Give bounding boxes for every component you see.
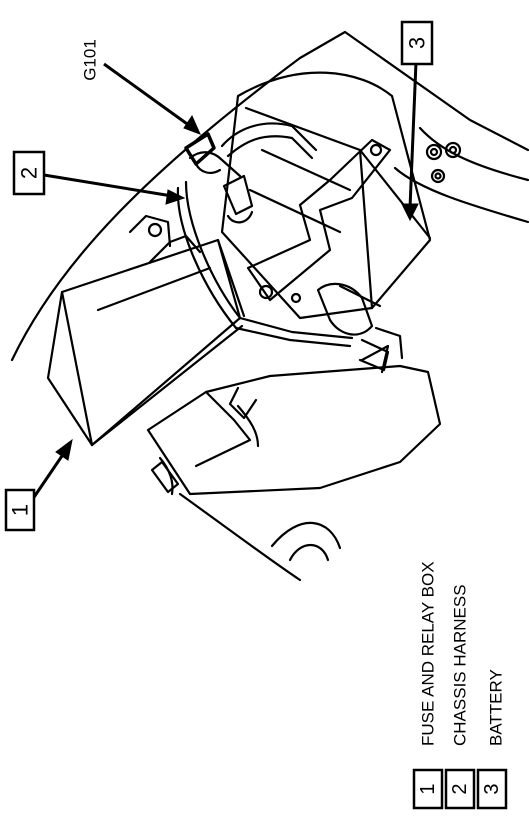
- callout-box-1-number: 1: [8, 504, 33, 516]
- callout-box-3-number: 3: [405, 37, 430, 49]
- battery: [220, 71, 432, 320]
- leader-arrow-3: [401, 61, 419, 222]
- battery-terminal: [316, 282, 390, 372]
- legend-item-2-label: CHASSIS HARNESS: [451, 584, 470, 746]
- legend-item-2: 2 CHASSIS HARNESS: [444, 584, 476, 810]
- air-cleaner-housing: [146, 326, 442, 562]
- callout-box-3: 3: [400, 20, 434, 66]
- legend-item-3: 3 BATTERY: [476, 669, 508, 810]
- callout-box-2: 2: [12, 150, 46, 196]
- legend-item-3-label: BATTERY: [487, 669, 506, 746]
- legend-item-3-number: 3: [481, 783, 503, 794]
- legend-item-1: 1 FUSE AND RELAY BOX: [412, 561, 444, 810]
- callout-box-1: 1: [4, 488, 36, 532]
- legend: 1 FUSE AND RELAY BOX 2 CHASSIS HARNESS 3…: [412, 561, 508, 810]
- lower-body-line: [178, 492, 302, 582]
- g101-ground-terminal: [184, 132, 222, 174]
- callout-box-2-number: 2: [17, 167, 42, 179]
- mounting-bolts: [425, 141, 462, 184]
- legend-item-2-number: 2: [449, 783, 471, 794]
- legend-item-1-label: FUSE AND RELAY BOX: [419, 561, 438, 746]
- fuse-relay-box: [46, 214, 246, 447]
- g101-label: G101: [81, 39, 100, 81]
- leader-arrow-2: [43, 173, 186, 205]
- leader-arrow-g101: [103, 62, 201, 135]
- legend-item-1-number: 1: [417, 783, 439, 794]
- battery-hold-down-bracket: [246, 138, 392, 304]
- fender-outline: [10, 30, 530, 362]
